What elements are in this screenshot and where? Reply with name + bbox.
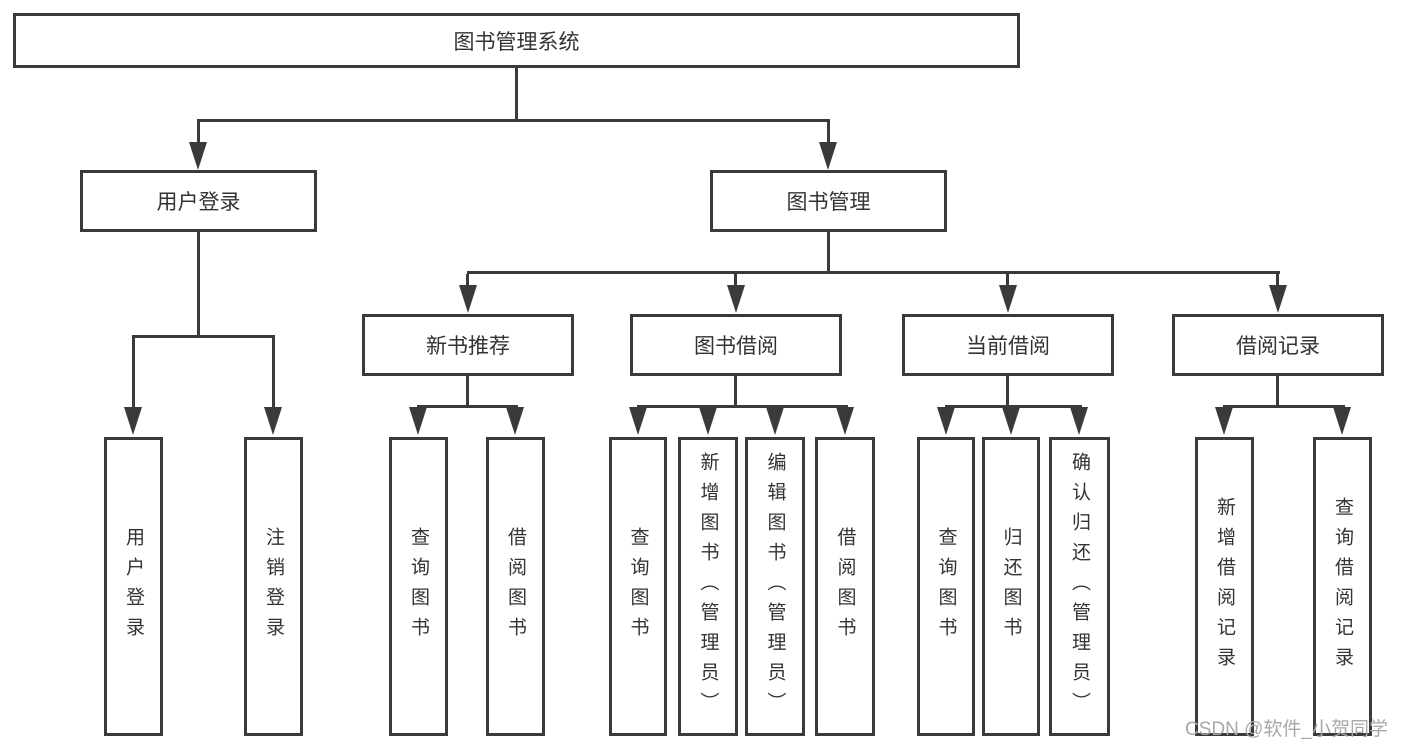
arrow-down-icon	[1070, 407, 1088, 435]
arrow-down-icon	[699, 407, 717, 435]
node-current-borrow: 当前借阅	[902, 314, 1114, 376]
connector-line	[1276, 274, 1279, 287]
leaf-query-books: 查询图书	[917, 437, 975, 736]
connector-line	[197, 232, 200, 337]
node-new-book-recommend: 新书推荐	[362, 314, 574, 376]
leaf-user-login: 用户登录	[104, 437, 163, 736]
connector-line	[734, 376, 737, 408]
arrow-down-icon	[819, 142, 837, 170]
leaf-borrow-books: 借阅图书	[486, 437, 545, 736]
leaf-edit-books-admin: 编辑图书（管理员）	[745, 437, 805, 736]
connector-line	[417, 405, 518, 408]
leaf-return-books: 归还图书	[982, 437, 1040, 736]
connector-line	[197, 119, 830, 122]
leaf-add-books-admin: 新增图书（管理员）	[678, 437, 738, 736]
arrow-down-icon	[506, 407, 524, 435]
connector-line	[945, 405, 1082, 408]
connector-line	[515, 68, 518, 122]
connector-line	[132, 338, 135, 408]
arrow-down-icon	[264, 407, 282, 435]
connector-line	[466, 274, 469, 287]
arrow-down-icon	[459, 285, 477, 313]
leaf-add-borrow-record: 新增借阅记录	[1195, 437, 1254, 736]
arrow-down-icon	[1002, 407, 1020, 435]
connector-line	[827, 232, 830, 274]
leaf-query-books: 查询图书	[389, 437, 448, 736]
arrow-down-icon	[409, 407, 427, 435]
arrow-down-icon	[766, 407, 784, 435]
arrow-down-icon	[629, 407, 647, 435]
arrow-down-icon	[727, 285, 745, 313]
arrow-down-icon	[937, 407, 955, 435]
arrow-down-icon	[1215, 407, 1233, 435]
connector-line	[1006, 274, 1009, 287]
connector-line	[132, 335, 275, 338]
leaf-borrow-books: 借阅图书	[815, 437, 875, 736]
leaf-logout: 注销登录	[244, 437, 303, 736]
connector-line	[637, 405, 848, 408]
connector-line	[272, 338, 275, 408]
arrow-down-icon	[1269, 285, 1287, 313]
node-book-management: 图书管理	[710, 170, 947, 232]
csdn-watermark: CSDN @软件_小贺同学	[1185, 719, 1388, 740]
arrow-down-icon	[1333, 407, 1351, 435]
connector-line	[734, 274, 737, 287]
arrow-down-icon	[836, 407, 854, 435]
arrow-down-icon	[124, 407, 142, 435]
leaf-query-books: 查询图书	[609, 437, 667, 736]
node-borrow-record: 借阅记录	[1172, 314, 1384, 376]
arrow-down-icon	[999, 285, 1017, 313]
connector-line	[1223, 405, 1345, 408]
leaf-confirm-return-admin: 确认归还（管理员）	[1049, 437, 1110, 736]
connector-line	[1006, 376, 1009, 408]
node-library-management-system: 图书管理系统	[13, 13, 1020, 68]
connector-line	[467, 271, 1280, 274]
leaf-query-borrow-record: 查询借阅记录	[1313, 437, 1372, 736]
connector-line	[827, 122, 830, 144]
arrow-down-icon	[189, 142, 207, 170]
node-user-login: 用户登录	[80, 170, 317, 232]
connector-line	[197, 122, 200, 144]
connector-line	[466, 376, 469, 408]
connector-line	[1276, 376, 1279, 408]
node-book-borrow: 图书借阅	[630, 314, 842, 376]
